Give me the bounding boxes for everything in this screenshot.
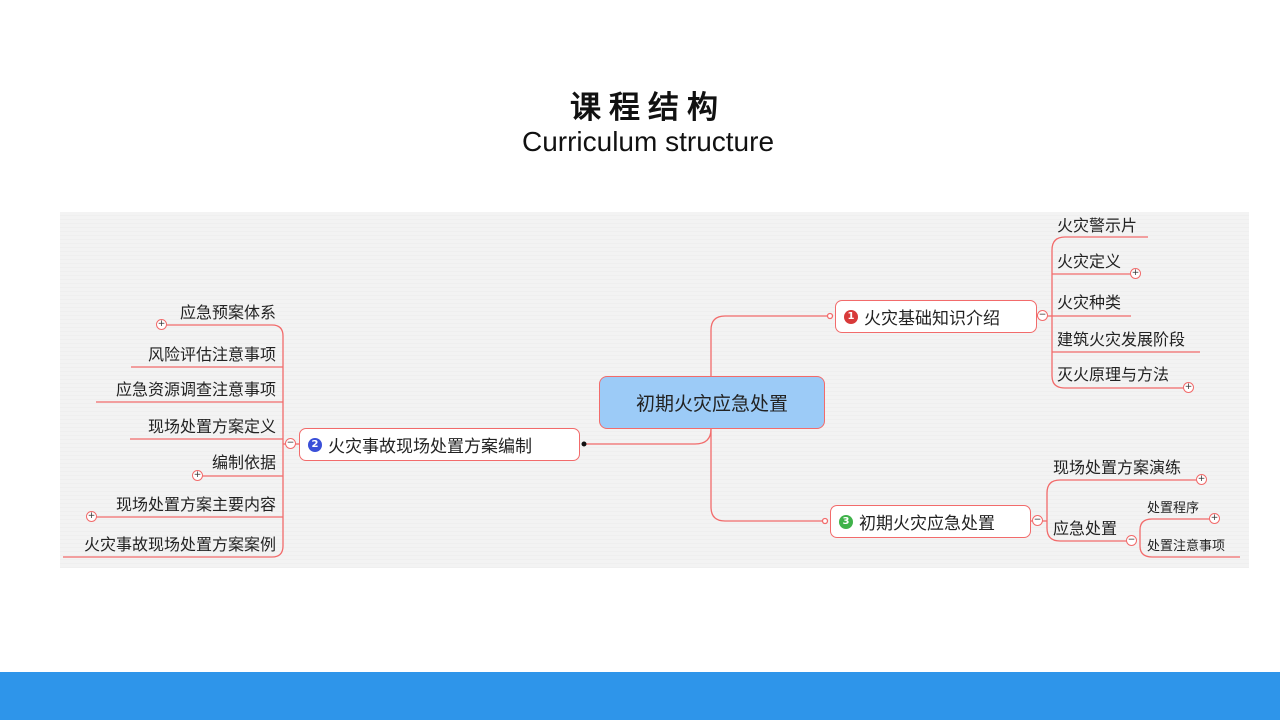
number-badge-2: 2 [308,437,322,452]
number-badge-1: 1 [844,309,858,324]
footer-bar [0,672,1280,720]
collapse-icon[interactable]: − [1032,515,1043,526]
branch-3-node[interactable]: 3 初期火灾应急处置 [830,505,1031,538]
topic-resource-survey[interactable]: 应急资源调查注意事项 [115,380,276,399]
expand-icon[interactable]: + [1183,382,1194,393]
topic-emergency-response[interactable]: 应急处置 [1053,519,1118,538]
branch-1-label: 火灾基础知识介绍 [864,309,1000,329]
expand-icon[interactable]: + [1196,474,1207,485]
topic-extinguishing-methods[interactable]: 灭火原理与方法 [1057,365,1170,384]
expand-icon[interactable]: + [1209,513,1220,524]
topic-building-fire-stages[interactable]: 建筑火灾发展阶段 [1057,330,1186,349]
central-topic[interactable]: 初期火灾应急处置 [599,376,825,429]
expand-icon[interactable]: + [192,470,203,481]
topic-plan-definition[interactable]: 现场处置方案定义 [147,417,276,436]
topic-fire-types[interactable]: 火灾种类 [1057,293,1122,312]
topic-risk-assessment[interactable]: 风险评估注意事项 [147,345,276,364]
branch-1-node[interactable]: 1 火灾基础知识介绍 [835,300,1037,333]
number-badge-3: 3 [839,514,853,529]
branch-2-node[interactable]: 2 火灾事故现场处置方案编制 [299,428,580,461]
topic-basis[interactable]: 编制依据 [211,453,276,472]
collapse-icon[interactable]: − [285,438,296,449]
branch-2-label: 火灾事故现场处置方案编制 [328,437,532,457]
collapse-icon[interactable]: − [1126,535,1137,546]
expand-icon[interactable]: + [1130,268,1141,279]
topic-precautions[interactable]: 处置注意事项 [1147,539,1226,554]
page-title: 课程结构 [570,90,726,126]
topic-emergency-plan-system[interactable]: 应急预案体系 [179,303,276,322]
topic-fire-definition[interactable]: 火灾定义 [1057,252,1122,271]
collapse-icon[interactable]: − [1037,310,1048,321]
expand-icon[interactable]: + [156,319,167,330]
topic-procedure[interactable]: 处置程序 [1147,501,1200,516]
topic-plan-contents[interactable]: 现场处置方案主要内容 [115,495,276,514]
branch-3-label: 初期火灾应急处置 [859,514,995,534]
topic-plan-drill[interactable]: 现场处置方案演练 [1053,458,1182,477]
topic-fire-warning-film[interactable]: 火灾警示片 [1057,216,1138,235]
page-subtitle: Curriculum structure [521,126,775,157]
expand-icon[interactable]: + [86,511,97,522]
topic-plan-case[interactable]: 火灾事故现场处置方案案例 [83,535,276,554]
